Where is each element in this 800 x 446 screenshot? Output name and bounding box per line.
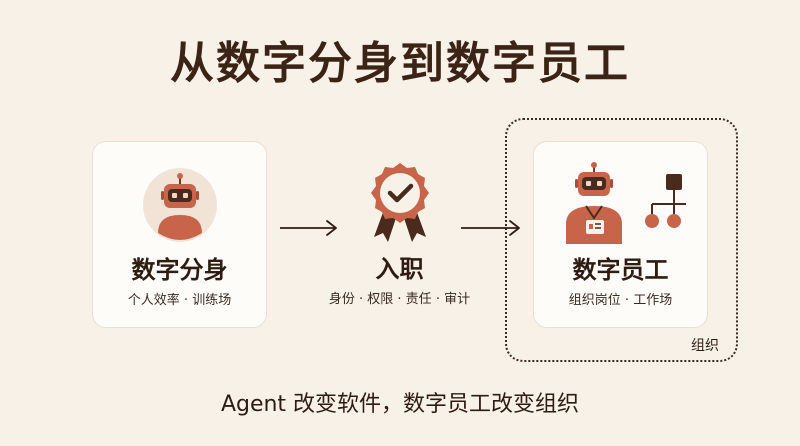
stage-card-digital-employee: 数字员工 组织岗位 · 工作场	[533, 141, 708, 328]
stage-title: 数字分身	[131, 256, 228, 284]
stage-subtitle: 身份 · 权限 · 责任 · 审计	[328, 292, 471, 307]
robot-employee-icon	[534, 160, 707, 250]
stage-card-digital-twin: 数字分身 个人效率 · 训练场	[92, 141, 267, 328]
page-title: 从数字分身到数字员工	[170, 38, 630, 89]
stage-subtitle: 个人效率 · 训练场	[127, 293, 232, 308]
stage-title: 数字员工	[572, 256, 669, 284]
organization-group-border	[505, 118, 738, 362]
stage-title: 入职	[375, 255, 424, 283]
arrow-right-icon	[280, 220, 337, 236]
footer-tagline: Agent 改变软件，数字员工改变组织	[220, 392, 580, 417]
badge-check-icon	[312, 159, 487, 249]
stage-onboarding: 入职 身份 · 权限 · 责任 · 审计	[312, 141, 487, 328]
robot-avatar-icon	[93, 160, 266, 250]
stage-subtitle: 组织岗位 · 工作场	[568, 293, 673, 308]
arrow-right-icon	[461, 220, 520, 236]
organization-group-label: 组织	[691, 338, 719, 354]
